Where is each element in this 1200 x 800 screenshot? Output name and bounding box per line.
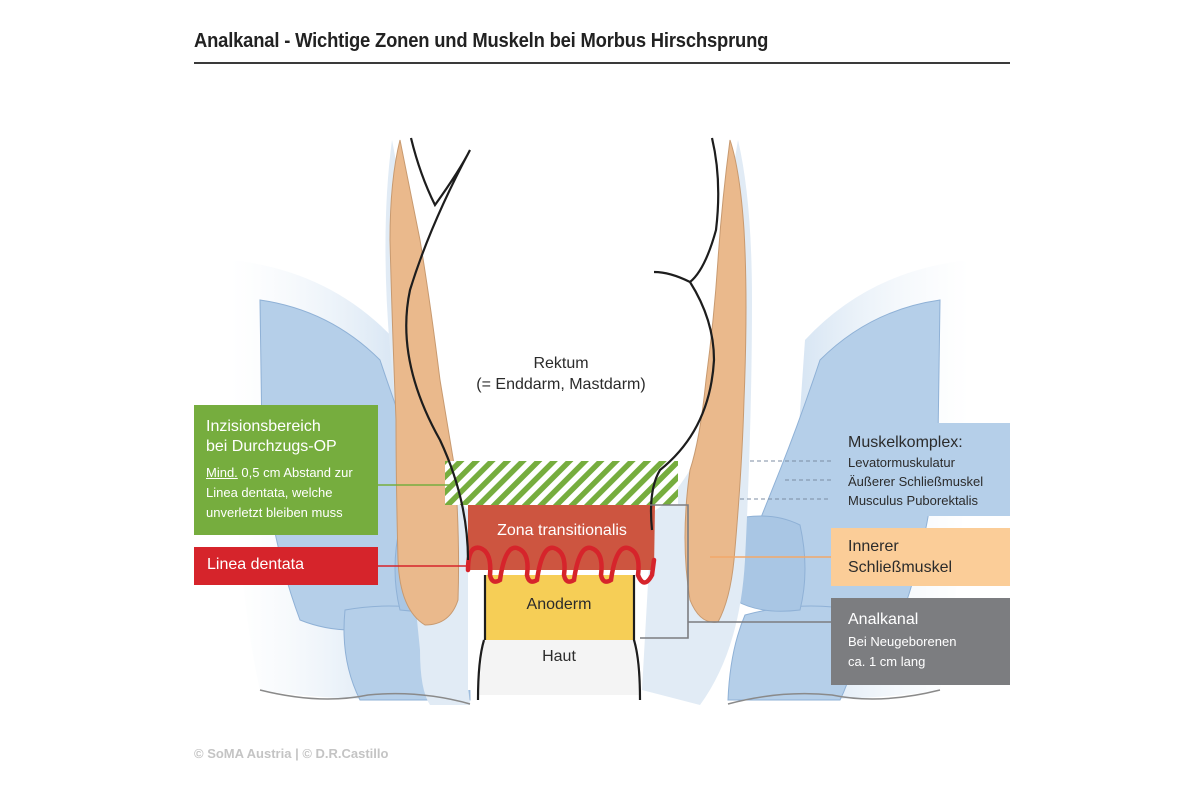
rektum-label: Rektum (= Enddarm, Mastdarm) [456, 353, 666, 395]
left-inner-sphincter [389, 139, 460, 626]
inner-sphincter-line1: Innerer [848, 538, 899, 555]
right-lumen-contour [632, 137, 720, 701]
right-skin-contour [727, 689, 941, 705]
incision-detail-underlined: Mind. [206, 465, 238, 480]
incision-heading-line2: bei Durchzugs-OP [206, 438, 337, 455]
right-inner-sphincter [684, 139, 747, 623]
incision-detail-rest: 0,5 cm Abstand zur [237, 465, 353, 480]
incision-detail: Mind. 0,5 cm Abstand zur Linea dentata, … [206, 463, 366, 523]
muskelkomplex-item-puborectalis: Musculus Puborektalis [848, 493, 979, 508]
incision-heading-line1: Inzisionsbereich [206, 418, 321, 435]
left-lumen-contour [405, 137, 487, 701]
incision-detail-line2: Linea dentata, welche [206, 485, 333, 500]
copyright-credit: © SoMA Austria | © D.R.Castillo [194, 746, 389, 761]
muskelkomplex-item-levator: Levatormuskulatur [848, 455, 955, 470]
analkanal-heading: Analkanal [848, 611, 919, 628]
incision-zone-hatch [445, 461, 678, 505]
rektum-label-line2: (= Enddarm, Mastdarm) [476, 376, 646, 393]
inner-sphincter-line2: Schließmuskel [848, 559, 953, 576]
anoderm-region [484, 575, 634, 640]
inner-sphincter-callout: Innerer Schließmuskel [831, 528, 1010, 586]
analkanal-bracket [640, 504, 689, 639]
rektum-label-line1: Rektum [533, 355, 589, 372]
linea-dentata-callout: Linea dentata [194, 547, 378, 585]
incision-detail-line3: unverletzt bleiben muss [206, 505, 343, 520]
right-external-sphincter-upper [729, 515, 806, 612]
anoderm-label: Anoderm [526, 596, 592, 613]
haut-label: Haut [542, 648, 576, 665]
muskelkomplex-heading: Muskelkomplex: [848, 434, 963, 451]
analkanal-callout: Analkanal Bei Neugeborenen ca. 1 cm lang [831, 598, 1010, 685]
haut-region [478, 640, 640, 695]
zona-transitionalis-region [468, 505, 655, 570]
diagram-title: Analkanal - Wichtige Zonen und Muskeln b… [194, 30, 769, 52]
analkanal-detail-line1: Bei Neugeborenen [848, 634, 957, 649]
muskelkomplex-callout: Muskelkomplex: Levatormuskulatur Äußerer… [831, 423, 1010, 516]
linea-dentata-line [465, 545, 657, 585]
zona-transitionalis-label: Zona transitionalis [497, 522, 627, 539]
title-underline [194, 62, 1010, 64]
muskelkomplex-item-external: Äußerer Schließmuskel [848, 474, 984, 489]
incision-callout: Inzisionsbereich bei Durchzugs-OP Mind. … [194, 405, 378, 535]
analkanal-detail-line2: ca. 1 cm lang [848, 654, 926, 669]
left-skin-contour [259, 689, 471, 705]
